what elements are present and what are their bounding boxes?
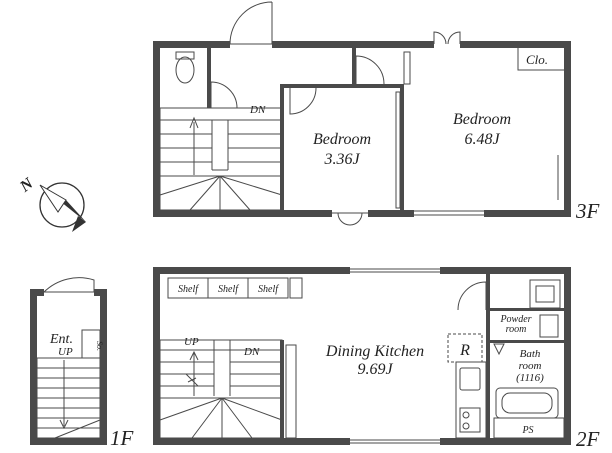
wall-3f-bedroom-left bbox=[280, 84, 284, 210]
floor-1f: Ent. UP So. 1F bbox=[30, 277, 134, 450]
shoe-storage-label: So. bbox=[95, 341, 104, 351]
door-2f-bath bbox=[493, 343, 505, 356]
wall-1f-bottom bbox=[30, 438, 107, 445]
door-3f-bedroom-large bbox=[355, 55, 385, 85]
railing-2f bbox=[285, 344, 297, 439]
window-3f-small bbox=[332, 212, 368, 226]
stair-2f-dn-label: DN bbox=[243, 346, 260, 358]
powder-room-label-2: room bbox=[506, 324, 527, 335]
dining-kitchen-name: Dining Kitchen bbox=[325, 343, 424, 360]
bedroom-large-size: 6.48J bbox=[464, 131, 500, 148]
stair-3f bbox=[159, 107, 283, 211]
stair-1f bbox=[36, 357, 101, 439]
compass: N bbox=[16, 174, 86, 232]
shelves: Shelf Shelf Shelf bbox=[167, 277, 303, 299]
powder-room-label-1: Powder bbox=[499, 314, 531, 325]
stair-2f bbox=[159, 339, 283, 439]
shelf-label-1: Shelf bbox=[178, 284, 199, 295]
wall-3f-bedroom-top bbox=[284, 84, 404, 88]
door-3f-top bbox=[229, 1, 273, 45]
closet-sliding-door bbox=[395, 91, 401, 209]
closet-label: Clo. bbox=[526, 52, 548, 67]
door-2f-powder bbox=[457, 281, 487, 311]
wall-3f-toilet bbox=[207, 48, 211, 108]
floor-3f-label: 3F bbox=[575, 199, 600, 223]
washbasin-icon bbox=[539, 314, 559, 338]
bathroom-label-2: room bbox=[519, 360, 542, 372]
sink-icon bbox=[459, 367, 481, 391]
bedroom-large-name: Bedroom bbox=[453, 111, 511, 128]
wall-2f-left bbox=[153, 267, 160, 445]
wall-2f-stair bbox=[280, 340, 284, 438]
wall-3f-right bbox=[564, 41, 571, 217]
window-3f-large bbox=[414, 210, 484, 216]
entrance-label: Ent. bbox=[49, 332, 73, 347]
wall-1f-left bbox=[30, 289, 37, 445]
wall-3f-left bbox=[153, 41, 160, 217]
floor-2f-label: 2F bbox=[576, 427, 600, 451]
pipe-space bbox=[493, 417, 565, 439]
toilet-icon bbox=[175, 56, 195, 84]
bathroom-label-3: (1116) bbox=[516, 372, 544, 384]
door-1f-entrance bbox=[43, 277, 95, 293]
ps-label: PS bbox=[521, 425, 533, 436]
wall-3f-partition bbox=[400, 84, 404, 210]
bedroom-small-size: 3.36J bbox=[323, 151, 360, 168]
wall-3f-top bbox=[153, 41, 571, 48]
fridge-label: R bbox=[459, 342, 470, 359]
wall-2f-right bbox=[564, 267, 571, 445]
closet-3f bbox=[517, 48, 564, 71]
bedroom-small-name: Bedroom bbox=[313, 131, 371, 148]
stair-3f-dn-label: DN bbox=[249, 104, 266, 116]
wall-1f-right bbox=[100, 289, 107, 445]
door-3f-bedroom-small bbox=[289, 87, 317, 115]
wall-3f-mid bbox=[352, 48, 356, 84]
stair-2f-up-label: UP bbox=[184, 336, 199, 348]
stove-icon bbox=[459, 407, 481, 433]
toilet-tank-icon bbox=[175, 51, 195, 60]
stair-1f-up-label: UP bbox=[58, 346, 73, 358]
shelf-label-2: Shelf bbox=[218, 284, 239, 295]
kitchen-counter bbox=[455, 361, 487, 439]
door-3f-toilet bbox=[210, 81, 238, 109]
floor-3f: Clo. DN Bedroom 3.36J Bedroom 6.48J 3F bbox=[153, 1, 600, 226]
dining-kitchen-size: 9.69J bbox=[357, 361, 393, 378]
bathroom-label-1: Bath bbox=[520, 348, 541, 360]
shelf-label-3: Shelf bbox=[258, 284, 279, 295]
compass-north-label: N bbox=[16, 174, 37, 196]
door-3f-balcony bbox=[433, 31, 461, 45]
fridge-space bbox=[447, 333, 483, 363]
washer-space bbox=[529, 279, 561, 309]
window-2f-top bbox=[350, 268, 440, 273]
floor-2f: Shelf Shelf Shelf R bbox=[153, 266, 600, 451]
window-2f-bottom bbox=[350, 439, 440, 444]
wall-2f-bath bbox=[486, 274, 490, 438]
floor-1f-label: 1F bbox=[110, 426, 134, 450]
compass-ring bbox=[39, 182, 85, 228]
